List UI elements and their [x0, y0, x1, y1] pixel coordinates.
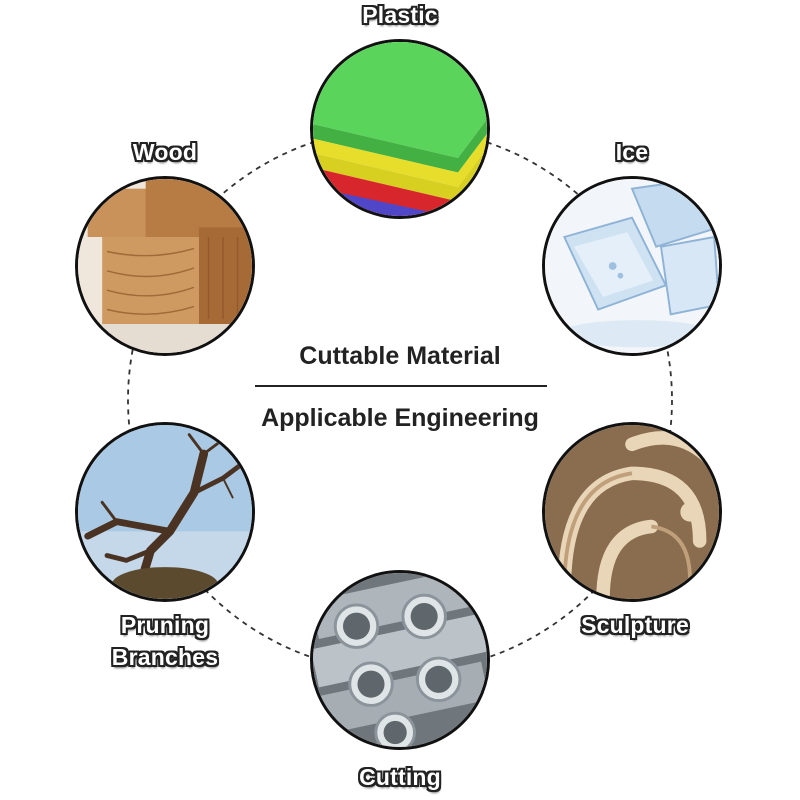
label-wood: Wood — [132, 139, 198, 165]
node-ice — [542, 176, 722, 356]
center-divider — [255, 385, 547, 387]
wood-blocks-photo-icon — [78, 179, 252, 353]
node-plastic — [310, 39, 490, 219]
wood-carving-photo-icon — [545, 425, 719, 599]
node-sculpture — [542, 422, 722, 602]
label-sculpture: Sculpture — [581, 612, 689, 638]
ice-cubes-photo-icon — [545, 179, 719, 353]
node-wood — [75, 176, 255, 356]
label-cutting: Cutting — [359, 764, 441, 790]
center-title-top: Cuttable Material — [299, 342, 501, 370]
center-title-bottom: Applicable Engineering — [261, 404, 539, 432]
label-pruning-line1: Pruning — [120, 612, 210, 638]
node-cutting — [310, 570, 490, 750]
plastic-sheets-photo-icon — [313, 42, 487, 216]
label-pruning-line2: Branches — [111, 644, 219, 670]
tree-branches-photo-icon — [78, 425, 252, 599]
label-plastic: Plastic — [362, 2, 438, 28]
label-ice: Ice — [615, 139, 649, 165]
node-pruning — [75, 422, 255, 602]
pvc-pipes-photo-icon — [313, 573, 487, 747]
